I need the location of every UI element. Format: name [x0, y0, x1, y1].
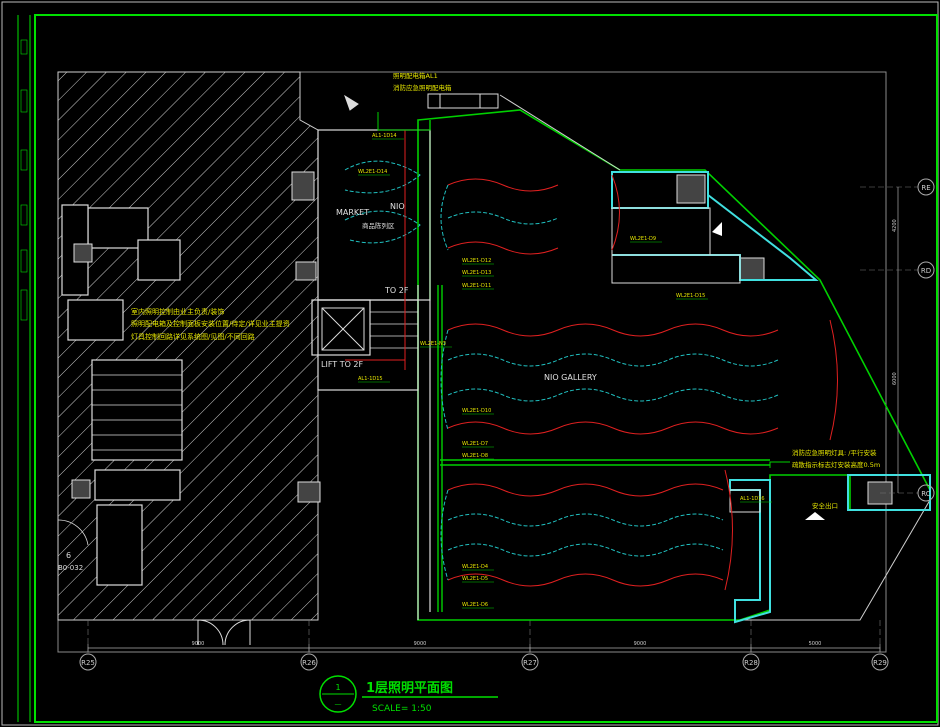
circuit-return-arc: [440, 489, 449, 581]
market-room-walls: [311, 129, 431, 620]
circuit-tag: WL2E1-D5: [462, 576, 488, 582]
circuit-return-arc: [440, 329, 449, 431]
diagonal-boundary-bottom: [740, 499, 931, 621]
circuit-tag: AL1-1D14: [372, 133, 397, 139]
to-2f-stair: [370, 299, 418, 349]
drawing-title: 1层照明平面图: [366, 681, 453, 696]
right-rooms: [611, 171, 931, 624]
right-note-leader: [769, 461, 790, 468]
left-rooms: [61, 204, 183, 586]
circuit-tag: WL2E1-D8: [462, 453, 488, 459]
left-note-line-2: 照明配电箱及控制面板安装位置/待定/详见业主提资: [131, 319, 290, 328]
grid-label-r26: R26: [302, 659, 316, 667]
room-label-gallery: NIO GALLERY: [544, 373, 597, 382]
right-note-line-1: 消防应急照明灯具: /平行安装: [792, 448, 877, 457]
new-building-outline: [417, 109, 931, 621]
room-label-market-sub: 商品陈列区: [362, 221, 395, 230]
circuit-tag: AL1-1D16: [740, 496, 765, 502]
sheet-border: [34, 14, 938, 723]
circuit-wave: [447, 388, 779, 402]
left-title-strip-text: [20, 39, 28, 321]
right-room-inner: [611, 207, 761, 513]
room-label-to-2f: TO 2F: [384, 286, 409, 295]
grid-label-re: RE: [921, 184, 930, 192]
circuit-tag: WL2E1-D11: [462, 283, 491, 289]
dim-bottom-2: 9000: [414, 641, 427, 647]
right-note-line-2: 疏散指示标志灯安装高度0.5m: [792, 460, 880, 469]
circuit-tag: WL2E1-D12: [462, 258, 491, 264]
entrance-door: [197, 619, 251, 646]
stair-lines: [92, 374, 182, 451]
grid-label-r25: R25: [81, 659, 95, 667]
north-marker: [712, 222, 722, 236]
circuit-wave: [447, 241, 559, 255]
circuit-return-arc: [724, 469, 733, 591]
circuit-wave: [447, 211, 559, 225]
grid-label-r29: R29: [873, 659, 887, 667]
grid-label-r27: R27: [523, 659, 537, 667]
room-label-nio: NIO: [390, 202, 405, 211]
left-note-line-1: 室内照明控制由业主负责/装饰: [131, 307, 224, 316]
grid-bubbles-bottom: R25 R26 R27 R28 R29: [79, 653, 889, 671]
lighting-circuits: [440, 174, 838, 591]
top-note-line-2: 消防应急照明配电箱: [393, 83, 452, 92]
circuit-wave: [447, 323, 779, 337]
circuit-tag: WL2E1-D7: [462, 441, 488, 447]
title-circle-sub: —: [335, 700, 342, 708]
top-note-line-1: 照明配电箱AL1: [393, 71, 438, 80]
room-label-lift: LIFT TO 2F: [321, 360, 364, 369]
top-notes: 照明配电箱AL1 消防应急照明配电箱: [393, 71, 452, 92]
circuit-return-arc: [829, 319, 838, 441]
left-notes: 室内照明控制由业主负责/装饰 照明配电箱及控制面板安装位置/待定/详见业主提资 …: [131, 307, 290, 341]
dim-bottom-4: 5000: [809, 641, 822, 647]
circuit-wave: [447, 178, 559, 192]
circuit-return-arc: [440, 184, 449, 251]
top-panel: [344, 93, 499, 131]
circuit-tag: WL2E1-D4: [462, 564, 488, 570]
market-circuits: [344, 130, 421, 370]
circuit-tag: WL2E1-D13: [462, 270, 491, 276]
grid-label-rd: RD: [921, 267, 931, 275]
circuit-tag-layer: AL1-1D14WL2E1-D14WL2E1-D12WL2E1-D13WL2E1…: [358, 133, 772, 609]
diagonal-boundary-top: [499, 94, 621, 171]
circuit-wave: [447, 513, 724, 527]
left-ref-code: B0-032: [58, 564, 83, 572]
circuit-wave: [447, 353, 779, 367]
circuit-tag: WL2E1-D6: [462, 602, 488, 608]
lift-shaft: [321, 307, 365, 351]
dim-right-2: 6000: [892, 372, 898, 385]
exit-marker: [805, 512, 825, 520]
dim-right-1: 4200: [892, 219, 898, 232]
circuit-tag: WL2E1-D14: [358, 169, 387, 175]
right-notes: 消防应急照明灯具: /平行安装 疏散指示标志灯安装高度0.5m 安全出口: [792, 448, 880, 510]
circuit-tag: AL1-1D15: [358, 376, 383, 382]
circuit-tag: WL2E1-N3: [420, 341, 446, 347]
dim-bottom-3: 9000: [634, 641, 647, 647]
circuit-tag: WL2E1-D9: [630, 236, 656, 242]
circuit-wave: [447, 421, 779, 435]
columns: [71, 171, 893, 505]
dimension-line-bottom: [87, 644, 881, 652]
circuit-wave: [447, 483, 724, 497]
grid-label-r28: R28: [744, 659, 758, 667]
left-ref-number: 6: [66, 551, 71, 560]
interior-walls: [429, 120, 770, 612]
title-circle: [319, 675, 357, 713]
grid-label-rc: RC: [921, 490, 931, 498]
circuit-wave: [447, 573, 724, 587]
title-circle-number: 1: [335, 683, 340, 692]
circuit-tag: WL2E1-D10: [462, 408, 491, 414]
dimension-text-bottom: 9000 9000 9000 5000: [192, 641, 822, 647]
circuit-return-arc: [611, 174, 620, 251]
dimension-text-right: 4200 6000: [892, 219, 898, 385]
left-ref-arc: [57, 519, 89, 546]
grid-bubbles-right: RE RD RC: [917, 178, 935, 502]
circuit-tag: WL2E1-D15: [676, 293, 705, 299]
room-label-market: MARKET: [336, 208, 369, 217]
drawing-scale: SCALE= 1:50: [372, 704, 432, 714]
right-note-tag: 安全出口: [812, 501, 838, 510]
left-note-line-3: 灯具控制回路详见系统图/见图/不同回路: [131, 332, 255, 341]
circuit-wave: [447, 543, 724, 557]
